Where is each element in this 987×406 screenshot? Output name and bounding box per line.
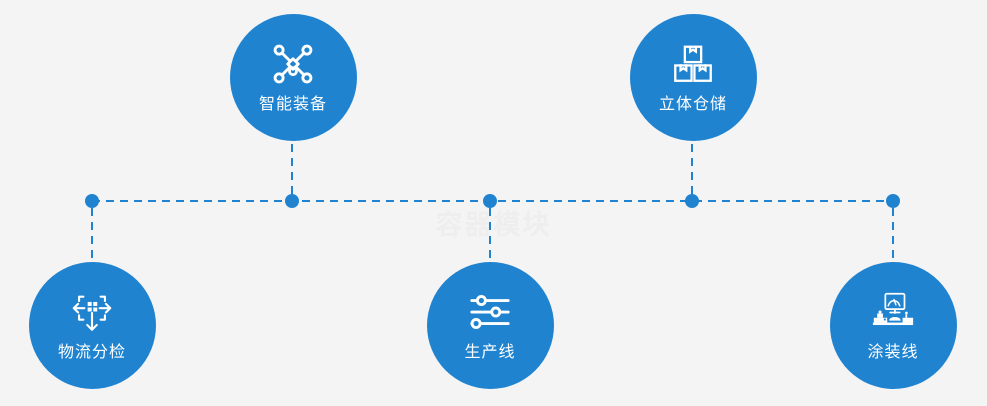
node-dot-logistics-sorting[interactable] [85, 194, 99, 208]
circle-label-stereo-warehouse: 立体仓储 [658, 96, 727, 113]
painting-machine-icon [870, 289, 916, 335]
node-dot-painting-line[interactable] [886, 194, 900, 208]
network-nodes-icon [270, 41, 316, 87]
circle-node-smart-equipment[interactable]: 智能装备 [229, 13, 357, 141]
circle-node-logistics-sorting[interactable]: 物流分检 [28, 261, 156, 389]
stacked-boxes-icon [670, 41, 716, 87]
node-dot-stereo-warehouse[interactable] [685, 194, 699, 208]
circle-label-smart-equipment: 智能装备 [258, 96, 327, 113]
node-dot-production-line[interactable] [483, 194, 497, 208]
node-dot-smart-equipment[interactable] [285, 194, 299, 208]
circle-label-production-line: 生产线 [464, 344, 516, 361]
sorting-scan-arrows-icon [69, 289, 115, 335]
circle-node-production-line[interactable]: 生产线 [426, 261, 554, 389]
circle-label-painting-line: 涂装线 [867, 344, 919, 361]
circle-label-logistics-sorting: 物流分检 [57, 344, 126, 361]
sliders-icon [467, 289, 513, 335]
circle-node-painting-line[interactable]: 涂装线 [829, 261, 957, 389]
watermark-text: 容器模块 [435, 210, 552, 240]
circle-node-stereo-warehouse[interactable]: 立体仓储 [629, 13, 757, 141]
